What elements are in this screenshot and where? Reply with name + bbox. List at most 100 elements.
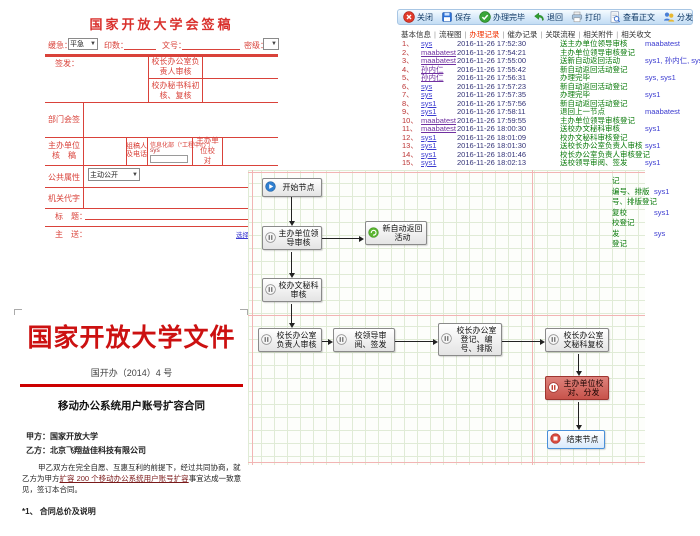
record-user-link[interactable]: 孙内仁 bbox=[421, 64, 444, 74]
toolbar-button-save[interactable]: 保存 bbox=[441, 11, 471, 23]
flow-arrowhead bbox=[328, 339, 336, 345]
drafter-name: sys bbox=[150, 147, 160, 154]
flow-node-label: 主办单位校对、分发 bbox=[563, 379, 604, 397]
record-user-link[interactable]: 孙内仁 bbox=[421, 73, 444, 82]
record-action-fragment: 发 bbox=[612, 228, 620, 238]
flow-node-proofread-active[interactable]: 主办单位校对、分发 bbox=[545, 376, 609, 400]
record-user-link[interactable]: sys bbox=[421, 39, 433, 48]
record-time: 2016-11-26 18:00:30 bbox=[457, 124, 527, 133]
pause-icon bbox=[336, 333, 347, 347]
record-user-link[interactable]: maabatest bbox=[421, 115, 457, 125]
secrecy-select[interactable]: ▼ bbox=[263, 38, 279, 50]
toolbar-button-label: 关闭 bbox=[417, 12, 433, 22]
record-user-link[interactable]: sys1 bbox=[421, 132, 437, 142]
tab-separator: | bbox=[434, 30, 436, 39]
urgency-select-value: 平急 bbox=[70, 41, 84, 48]
toolbar-button-print[interactable]: 打印 bbox=[571, 11, 601, 23]
refresh-icon bbox=[368, 226, 379, 240]
record-action: 新自动返回活动登记 bbox=[560, 81, 628, 91]
chevron-down-icon: ▼ bbox=[132, 171, 138, 178]
flow-node-start[interactable]: 开始节点 bbox=[262, 178, 322, 197]
record-time: 2016-11-26 18:01:09 bbox=[457, 132, 527, 142]
flow-arrow bbox=[291, 252, 292, 274]
toolbar-button-close[interactable]: 关闭 bbox=[403, 11, 433, 23]
tab-1[interactable]: 流程图 bbox=[438, 30, 462, 39]
tab-6[interactable]: 相关收文 bbox=[621, 30, 652, 39]
document-title: 国家开放大学文件 bbox=[27, 325, 236, 352]
pause-icon bbox=[261, 333, 272, 347]
tab-5[interactable]: 相关附件 bbox=[583, 30, 614, 39]
tab-separator: | bbox=[616, 30, 619, 39]
record-user-link[interactable]: sys bbox=[421, 81, 433, 91]
record-user-link[interactable]: sys bbox=[421, 90, 433, 99]
public-attr-select[interactable]: 主动公开▼ bbox=[88, 168, 140, 181]
flow-node-end[interactable]: 结束节点 bbox=[547, 430, 605, 449]
flow-node-label: 主办单位领导审核 bbox=[278, 229, 319, 247]
chevron-down-icon: ▼ bbox=[271, 41, 277, 47]
contract-paragraph: 甲乙双方在完全自愿、互惠互利的前提下，经过共同协商，就乙方为甲方扩容 200 个… bbox=[22, 462, 242, 495]
table-line bbox=[192, 137, 193, 165]
table-line bbox=[222, 137, 223, 165]
document-subtitle: 移动办公系统用户账号扩容合同 bbox=[58, 401, 205, 412]
flow-node-label: 校长办公室文秘科复校 bbox=[563, 331, 604, 349]
toolbar-button-complete[interactable]: 办理完毕 bbox=[479, 11, 525, 23]
pause-icon bbox=[441, 333, 452, 346]
countersign-form-panel: 国家开放大学会签稿 缓急： 平急▼ 印数： 文号： 密级： ▼ bbox=[0, 0, 345, 260]
flow-arrowhead bbox=[289, 221, 295, 229]
red-separator-line bbox=[20, 384, 243, 387]
record-user-link[interactable]: maabatest bbox=[421, 47, 457, 57]
record-recipients: sys bbox=[654, 228, 666, 238]
record-action: 办理完毕 bbox=[560, 90, 590, 99]
tab-3[interactable]: 催办记录 bbox=[507, 30, 538, 39]
record-user-link[interactable]: sys1 bbox=[421, 141, 437, 150]
toolbar-button-view-text[interactable]: 查看正文 bbox=[609, 11, 655, 23]
record-user-link[interactable]: sys1 bbox=[421, 107, 437, 116]
toolbar-button-dispatch[interactable]: 分发 bbox=[663, 11, 693, 23]
record-recipients: sys1 bbox=[645, 158, 661, 167]
choose-link[interactable]: 选择 bbox=[236, 232, 249, 239]
tab-2[interactable]: 办理记录 bbox=[469, 30, 500, 39]
flow-node-wenmi-review[interactable]: 校办文秘科审核 bbox=[262, 278, 322, 302]
record-action: 校长办公室负责人审核登记 bbox=[560, 149, 650, 159]
tab-separator: | bbox=[502, 30, 505, 39]
flow-node-recheck[interactable]: 校长办公室文秘科复校 bbox=[545, 328, 609, 352]
table-line bbox=[83, 187, 84, 208]
pause-icon bbox=[265, 231, 276, 245]
table-line bbox=[45, 137, 278, 138]
record-user-link[interactable]: sys1 bbox=[421, 149, 437, 159]
drafter-phone-input[interactable] bbox=[150, 155, 188, 163]
record-user-link[interactable]: maabatest bbox=[421, 56, 457, 65]
toolbar-button-label: 查看正文 bbox=[623, 12, 655, 22]
tab-separator: | bbox=[464, 30, 467, 39]
toolbar-button-return[interactable]: 退回 bbox=[533, 11, 563, 23]
flow-node-register[interactable]: 校长办公室登记、编号、排版 bbox=[438, 323, 502, 356]
record-user-link[interactable]: sys1 bbox=[421, 98, 437, 108]
urgency-select[interactable]: 平急▼ bbox=[68, 38, 98, 50]
office-head-review-cell: 校长办公室负责人审核 bbox=[151, 56, 200, 76]
tab-0[interactable]: 基本信息 bbox=[401, 30, 431, 39]
record-user-link[interactable]: maabatest bbox=[421, 124, 457, 133]
tab-4[interactable]: 关联流程 bbox=[545, 30, 576, 39]
copies-label: 印数： bbox=[104, 41, 128, 50]
record-user-link[interactable]: sys1 bbox=[421, 158, 437, 167]
flow-node-office-head[interactable]: 校长办公室负责人审核 bbox=[258, 328, 322, 352]
return-icon bbox=[533, 11, 545, 23]
copies-underline bbox=[124, 49, 156, 50]
flow-node-lead-review[interactable]: 主办单位领导审核 bbox=[262, 226, 322, 250]
title-row-label: 标 题： bbox=[55, 212, 87, 221]
sign-label: 签发： bbox=[55, 59, 79, 68]
host-draft-cell: 主办单位核 稿 bbox=[48, 141, 80, 160]
record-recipients: maabatest bbox=[645, 39, 681, 48]
record-action-fragment: 登记 bbox=[612, 239, 627, 248]
docno-underline bbox=[182, 49, 240, 50]
flow-node-leader-sign[interactable]: 校领导审阅、签发 bbox=[333, 328, 395, 352]
party-a-line: 甲方：国家开放大学 bbox=[26, 432, 98, 441]
flow-node-auto-return[interactable]: 新自动返回活动 bbox=[365, 221, 427, 245]
table-line bbox=[83, 102, 84, 137]
